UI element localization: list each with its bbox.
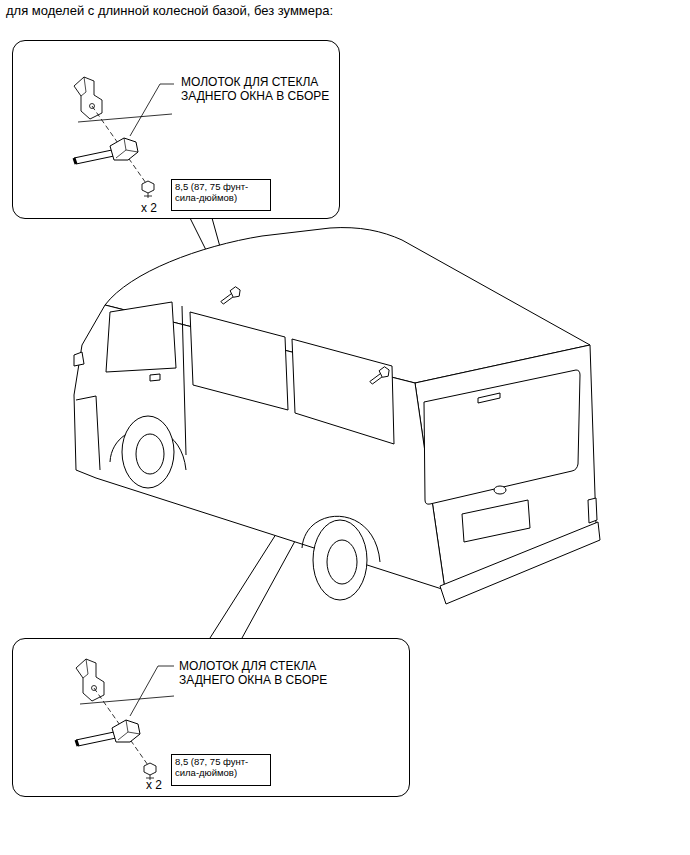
torque-value: 8,5 (87, 75 фунт-сила-дюймов)	[175, 181, 267, 203]
part-name: МОЛОТОК ДЛЯ СТЕКЛА ЗАДНЕГО ОКНА В СБОРЕ	[179, 659, 364, 687]
quantity: x 2	[146, 778, 162, 792]
torque-value: 8,5 (87, 75 фунт-сила-дюймов)	[175, 756, 267, 778]
torque-box: 8,5 (87, 75 фунт-сила-дюймов)	[171, 179, 271, 211]
torque-box: 8,5 (87, 75 фунт-сила-дюймов)	[171, 754, 271, 786]
callout-box: МОЛОТОК ДЛЯ СТЕКЛА ЗАДНЕГО ОКНА В СБОРЕ x…	[12, 40, 340, 219]
diagram-title: для моделей с длинной колесной базой, бе…	[6, 3, 333, 18]
quantity: x 2	[141, 201, 157, 215]
part-name: МОЛОТОК ДЛЯ СТЕКЛА ЗАДНЕГО ОКНА В СБОРЕ	[181, 75, 330, 103]
callout-box: МОЛОТОК ДЛЯ СТЕКЛА ЗАДНЕГО ОКНА В СБОРЕ x…	[12, 638, 410, 797]
